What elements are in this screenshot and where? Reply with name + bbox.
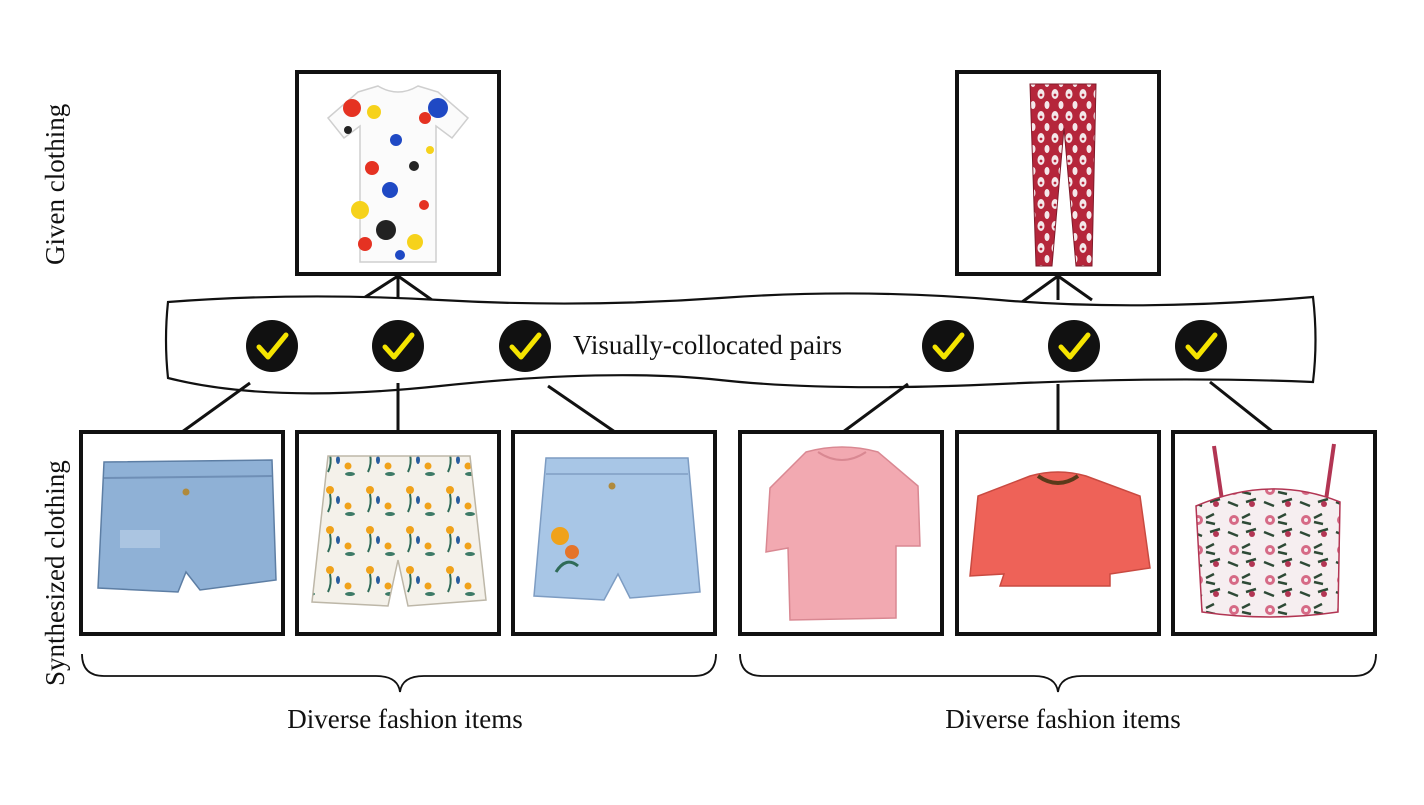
synth-item-floral-shorts xyxy=(295,430,501,636)
synth-item-coral-tee xyxy=(955,430,1161,636)
synth-connectors xyxy=(181,380,1274,434)
caption-right: Diverse fashion items xyxy=(945,704,1181,734)
given-clothing-label: Given clothing xyxy=(40,103,70,265)
tshirt-image xyxy=(326,85,470,263)
synth-item-embroidered-shorts xyxy=(511,430,717,636)
checkmark-icon xyxy=(1048,320,1100,372)
checkmark-icon xyxy=(246,320,298,372)
checkmark-icon xyxy=(499,320,551,372)
synth-item-denim-shorts xyxy=(79,430,285,636)
brace-right xyxy=(739,653,1377,693)
checkmark-icon xyxy=(372,320,424,372)
synth-item-pink-blouse xyxy=(738,430,944,636)
synth-item-bralette xyxy=(1171,430,1377,636)
brace-left xyxy=(81,653,717,693)
caption-left: Diverse fashion items xyxy=(287,704,523,734)
pants-image xyxy=(1029,83,1097,267)
collocation-banner xyxy=(164,292,1317,395)
synthesized-clothing-label: Synthesized clothing xyxy=(40,460,70,686)
banner-label: Visually-collocated pairs xyxy=(573,330,843,360)
given-item-pants xyxy=(955,70,1161,276)
checkmark-icon xyxy=(922,320,974,372)
checkmark-icon xyxy=(1175,320,1227,372)
given-item-tshirt xyxy=(295,70,501,276)
